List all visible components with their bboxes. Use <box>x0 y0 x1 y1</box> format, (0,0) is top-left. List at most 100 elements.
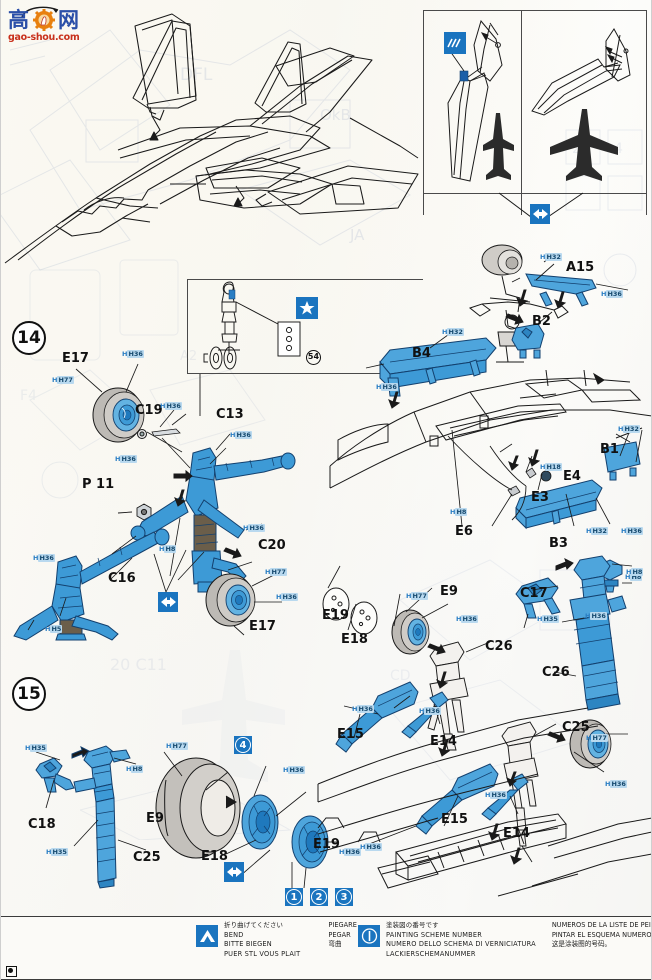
logo-swoosh-icon <box>20 5 66 28</box>
bend-icon <box>196 925 218 947</box>
paint-code-value: H36 <box>365 843 382 851</box>
left-right-arrow-badge-step15[interactable] <box>224 862 244 882</box>
part-label-e19-right: E19 <box>322 608 349 623</box>
legend-paint-fr: NUMEROS DE LA LISTE DE PEINTURES <box>551 921 652 929</box>
paint-code-value: H36 <box>281 593 298 601</box>
paint-code-chip: HH32 <box>586 527 608 535</box>
paint-code-chip: HH36 <box>339 848 361 856</box>
part-label-e18-left: E18 <box>201 849 228 864</box>
part-label-b4: B4 <box>412 346 431 361</box>
legend-paint-de: LACKIERSCHEMANUMMER <box>386 949 476 958</box>
paint-code-value: H36 <box>235 431 252 439</box>
paint-code-chip: HH8 <box>450 508 468 516</box>
part-label-e3: E3 <box>531 490 549 505</box>
paint-scheme-badge-3[interactable]: 3 <box>335 888 353 906</box>
paint-code-chip: HH77 <box>52 376 74 384</box>
paint-code-value: H77 <box>411 592 428 600</box>
paint-code-value: H8 <box>630 573 643 581</box>
paint-scheme-badge-2[interactable]: 2 <box>310 888 328 906</box>
paint-code-chip: HH32 <box>540 253 562 261</box>
paint-code-chip: HH18 <box>540 463 562 471</box>
paint-code-chip: HH77 <box>406 592 428 600</box>
part-label-c25-left: C25 <box>133 850 161 865</box>
paint-code-chip: HH36 <box>352 705 374 713</box>
star-badge-inset[interactable] <box>296 297 318 319</box>
legend-paint-cn: 这是涂装图的号码。 <box>551 940 612 949</box>
paint-code-value: H36 <box>606 290 623 298</box>
paint-code-value: H36 <box>490 791 507 799</box>
paint-code-value: H36 <box>127 350 144 358</box>
registration-mark <box>6 966 17 977</box>
paint-code-value: H32 <box>545 253 562 261</box>
inset-box-left <box>187 279 189 374</box>
paint-code-value: H36 <box>381 383 398 391</box>
logo-gear-icon <box>32 8 56 32</box>
paint-code-value: H36 <box>626 527 643 535</box>
paint-code-value: H5 <box>50 625 63 633</box>
inset-box-bottom <box>187 373 423 375</box>
part-label-c26-mid: C26 <box>485 639 513 654</box>
left-right-arrow-badge-top[interactable] <box>530 204 550 224</box>
legend-bend-en: BEND <box>224 930 244 939</box>
legend-bend-jp: 折り曲げてください <box>224 921 284 929</box>
legend-paint-group: 塗装図の番号です PAINTING SCHEME NUMBER NUMERO D… <box>358 921 652 959</box>
inset-box-top <box>187 279 423 281</box>
paint-code-chip: HH36 <box>601 290 623 298</box>
watermark-logo: 高 网 gao-shou.com <box>8 5 82 45</box>
paint-code-chip: HH36 <box>360 843 382 851</box>
paint-code-value: H36 <box>357 705 374 713</box>
paint-code-chip: HH8 <box>625 573 643 581</box>
paint-code-value: H36 <box>610 780 627 788</box>
part-label-a15: A15 <box>566 260 595 275</box>
legend-bend-text-col1: 折り曲げてください BEND BITTE BIEGEN PUER STL VOU… <box>224 921 300 959</box>
paint-code-chip: HH35 <box>537 615 559 623</box>
part-label-e19-left: E19 <box>313 837 340 852</box>
paint-code-value: H36 <box>590 612 607 620</box>
part-label-c18: C18 <box>28 817 56 832</box>
decal-number-circle: 54 <box>306 350 321 365</box>
part-label-e6: E6 <box>455 524 473 539</box>
paint-code-value: H8 <box>164 545 177 553</box>
paint-scheme-icon <box>358 925 380 947</box>
paint-code-value: H32 <box>447 328 464 336</box>
paint-code-value: H36 <box>248 524 265 532</box>
paint-code-value: H77 <box>270 568 287 576</box>
part-label-c16: C16 <box>108 571 136 586</box>
paint-code-value: H35 <box>542 615 559 623</box>
legend-paint-it: NUMERO DELLO SCHEMA DI VERNICIATURA <box>386 940 536 949</box>
part-label-c19: C19 <box>135 403 163 418</box>
step-number-15: 15 <box>12 677 46 711</box>
paint-scheme-badge-1[interactable]: 1 <box>285 888 303 906</box>
paint-code-chip: HH36 <box>33 554 55 562</box>
part-label-p11: P 11 <box>82 477 115 492</box>
paint-code-value: H35 <box>30 744 47 752</box>
paint-code-chip: HH35 <box>25 744 47 752</box>
badge-number-3: 3 <box>336 889 352 905</box>
paint-code-chip: HH36 <box>419 707 441 715</box>
panel-divider-mid <box>521 10 523 215</box>
paint-code-chip: HH36 <box>485 791 507 799</box>
paint-code-chip: HH36 <box>376 383 398 391</box>
part-label-c25-right: C25 <box>562 720 590 735</box>
paint-code-chip: HH36 <box>122 350 144 358</box>
paint-code-value: H32 <box>623 425 640 433</box>
part-label-e17-upper: E17 <box>62 351 89 366</box>
page-edge-left <box>0 0 1 980</box>
paint-code-chip: HH36 <box>585 612 607 620</box>
legend-paint-es: PINTAR EL ESQUEMA NUMERO <box>551 930 652 939</box>
badge-number-1: 1 <box>286 889 302 905</box>
left-right-arrow-badge-step14[interactable] <box>158 592 178 612</box>
legend-bend-de: BITTE BIEGEN <box>224 940 272 949</box>
legend-bend-cn: 弯曲 <box>328 940 342 949</box>
paint-code-value: H8 <box>455 508 468 516</box>
paint-code-value: H36 <box>165 402 182 410</box>
part-label-c17: C17 <box>520 586 548 601</box>
part-label-c20: C20 <box>258 538 286 553</box>
legend-paint-en: PAINTING SCHEME NUMBER <box>386 930 483 939</box>
legend-bend-group: 折り曲げてください BEND BITTE BIEGEN PUER STL VOU… <box>196 921 357 959</box>
legend-bend-it: PIEGARE <box>328 921 357 929</box>
paint-scheme-badge-4[interactable]: 4 <box>234 736 252 754</box>
paint-code-value: H35 <box>51 848 68 856</box>
paint-code-value: H32 <box>591 527 608 535</box>
